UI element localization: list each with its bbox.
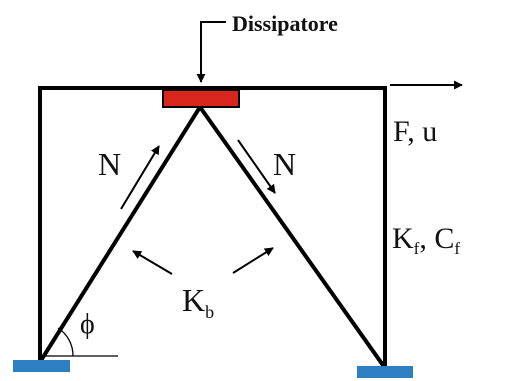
- axial-label-left: N: [98, 146, 121, 182]
- dissipator-leader: [196, 21, 226, 83]
- frame-damping-subscript: f: [454, 239, 460, 258]
- right-brace: [198, 105, 387, 370]
- brace-stiffness-subscript: b: [205, 302, 214, 322]
- brace-stiffness-label: Kb: [182, 282, 214, 322]
- dissipator-device: [162, 89, 240, 108]
- angle-arc: [57, 327, 74, 357]
- frame-damping-symbol: , C: [419, 222, 454, 255]
- frame-stiffness-symbol: K: [392, 222, 414, 255]
- braces: [38, 105, 387, 370]
- axial-label-right: N: [273, 146, 296, 182]
- frame-stiffness-subscript: f: [414, 239, 420, 258]
- brace-stiffness-arrow-left: [132, 250, 173, 275]
- dissipator-label: Dissipatore: [232, 11, 338, 36]
- frame: [38, 86, 387, 370]
- frame-properties-label: Kf, Cf: [392, 222, 460, 258]
- force-label: F, u: [393, 115, 437, 148]
- brace-stiffness-arrow-right: [232, 247, 274, 274]
- right-support: [357, 366, 413, 378]
- brace-stiffness-symbol: K: [182, 282, 205, 318]
- left-brace: [38, 105, 202, 364]
- angle-label: ϕ: [80, 309, 95, 340]
- axial-arrow-right: [237, 139, 276, 194]
- axial-arrow-left: [120, 145, 160, 210]
- left-support: [13, 360, 70, 372]
